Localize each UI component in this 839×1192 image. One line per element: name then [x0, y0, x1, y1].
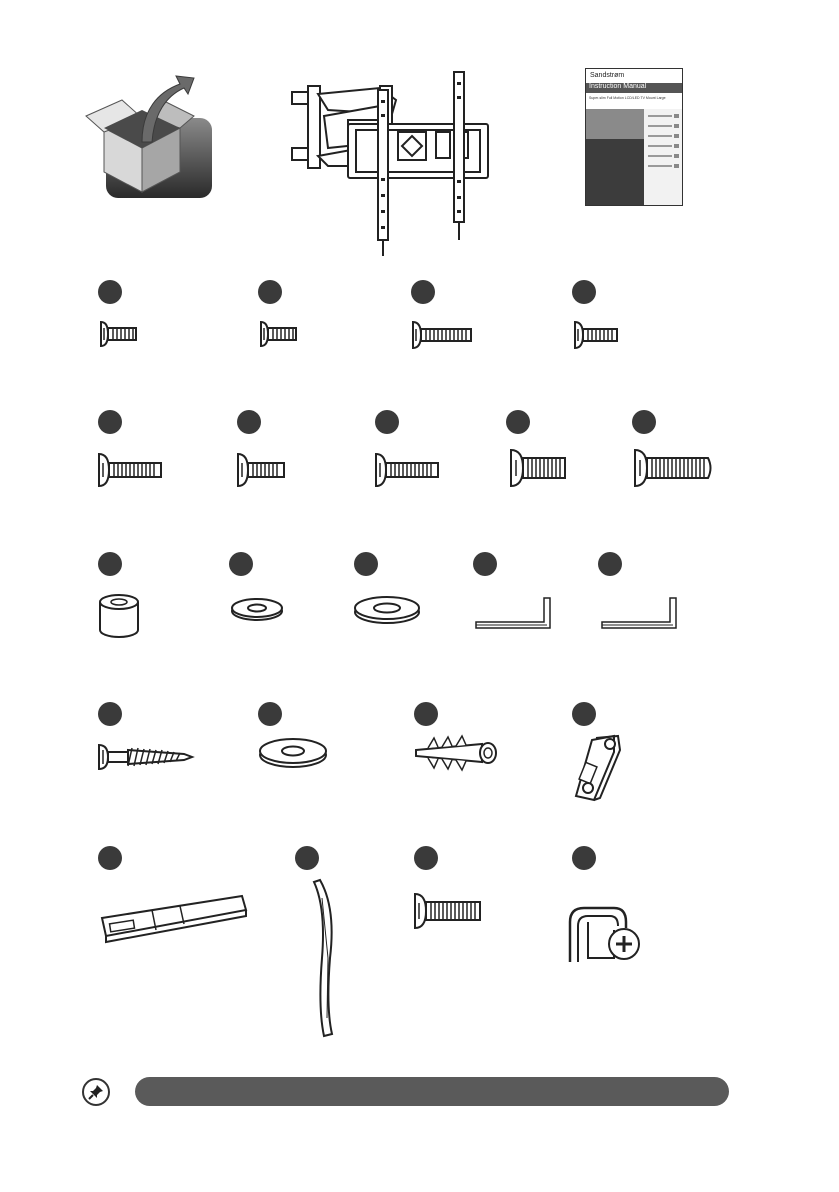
part-marker — [258, 702, 282, 726]
short-bolt-icon — [414, 892, 484, 930]
part-marker — [98, 846, 122, 870]
instruction-manual-icon: Sandstrøm Instruction Manual Super-slim … — [585, 68, 683, 206]
large-washer-icon — [353, 596, 421, 626]
medium-bolt-icon — [574, 320, 620, 350]
long-bolt-icon — [375, 452, 441, 488]
part-marker — [572, 846, 596, 870]
screw-clamp-icon — [566, 904, 642, 966]
manual-photo-top — [586, 109, 644, 139]
small-washer-icon — [230, 598, 284, 622]
pin-icon — [82, 1078, 110, 1106]
part-marker — [229, 552, 253, 576]
part-marker — [98, 410, 122, 434]
spacer-icon — [98, 594, 140, 638]
allen-key-icon — [600, 596, 680, 632]
part-marker — [506, 410, 530, 434]
part-marker — [473, 552, 497, 576]
part-marker — [98, 702, 122, 726]
short-bolt-icon — [260, 320, 300, 348]
part-marker — [354, 552, 378, 576]
medium-bolt-icon — [237, 452, 287, 488]
safety-clip-icon — [572, 734, 632, 806]
part-marker — [295, 846, 319, 870]
allen-key-icon — [474, 596, 554, 632]
wall-mount-bracket-icon — [288, 70, 493, 260]
part-marker — [258, 280, 282, 304]
wall-anchor-icon — [412, 734, 502, 772]
part-marker — [572, 280, 596, 304]
part-marker — [572, 702, 596, 726]
open-box-icon — [82, 70, 214, 200]
thick-long-bolt-icon — [634, 448, 716, 488]
part-marker — [375, 410, 399, 434]
long-bolt-icon — [412, 320, 474, 350]
part-marker — [414, 702, 438, 726]
level-bar-icon — [100, 892, 248, 944]
part-marker — [411, 280, 435, 304]
manual-contents — [644, 109, 682, 205]
thick-bolt-icon — [510, 448, 568, 488]
manual-brand: Sandstrøm — [590, 72, 624, 79]
part-marker — [98, 280, 122, 304]
cable-cover-icon — [310, 878, 340, 1038]
part-marker — [632, 410, 656, 434]
note-bar — [135, 1077, 729, 1106]
lag-screw-icon — [98, 742, 194, 772]
part-marker — [237, 410, 261, 434]
part-marker — [98, 552, 122, 576]
flat-washer-icon — [258, 738, 328, 770]
part-marker — [414, 846, 438, 870]
manual-title: Instruction Manual — [589, 83, 646, 90]
short-bolt-icon — [100, 320, 140, 348]
manual-subtitle: Super-slim Full Motion LCD/LED TV Mount … — [589, 96, 666, 100]
long-bolt-icon — [98, 452, 164, 488]
part-marker — [598, 552, 622, 576]
